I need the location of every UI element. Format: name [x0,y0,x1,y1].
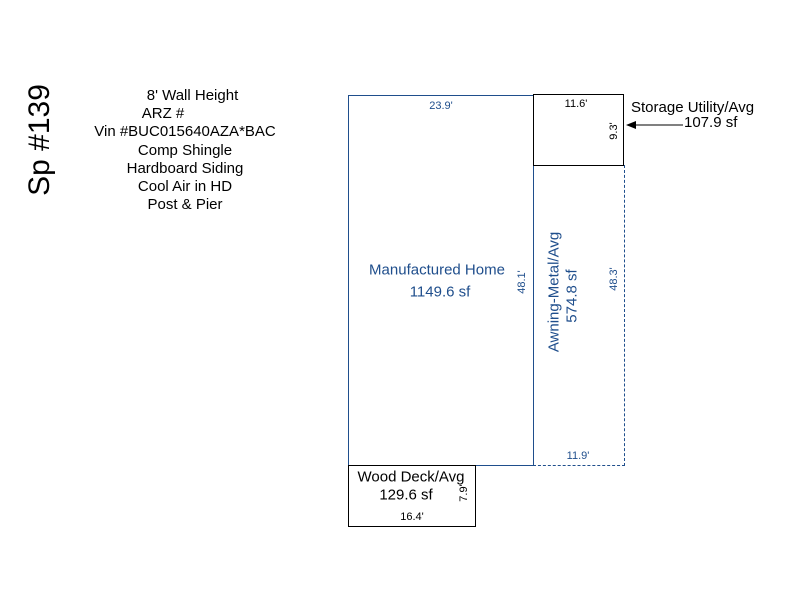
manufactured-home-outline [348,95,534,466]
space-number-label: Sp #139 [23,84,56,196]
wood-deck-outline [348,465,476,527]
deck-width-dimension: 16.4' [400,511,424,523]
deck-name-label: Wood Deck/Avg [357,468,465,486]
awning-area-label: 574.8 sf [563,269,581,323]
storage-name-label: Storage Utility/Avg [631,99,755,116]
deck-depth-dimension: 7.9' [458,484,470,502]
property-notes: 8' Wall Height ARZ # Vin #BUC015640AZA*B… [60,87,310,214]
storage-width-dimension: 11.6' [564,98,588,110]
storage-area-label: 107.9 sf [684,114,738,131]
note-foundation: Post & Pier [147,196,223,214]
awning-name-label: Awning-Metal/Avg [545,231,563,353]
note-siding: Hardboard Siding [126,159,244,177]
note-arz: ARZ # [141,105,185,123]
note-vin: Vin #BUC015640AZA*BAC [94,123,276,141]
note-roof: Comp Shingle [137,141,233,159]
awning-outline [533,165,625,466]
note-cooling: Cool Air in HD [137,178,233,196]
home-area-label: 1149.6 sf [409,283,471,301]
storage-utility-outline [533,94,624,166]
home-length-dimension: 48.1' [516,270,528,294]
home-width-dimension: 23.9' [429,100,453,112]
deck-area-label: 129.6 sf [379,486,433,504]
storage-depth-dimension: 9.3' [608,122,620,140]
awning-width-dimension: 11.9' [566,450,590,462]
awning-length-dimension: 48.3' [608,267,620,291]
note-wall-height: 8' Wall Height [146,87,239,104]
home-name-label: Manufactured Home [369,261,505,279]
